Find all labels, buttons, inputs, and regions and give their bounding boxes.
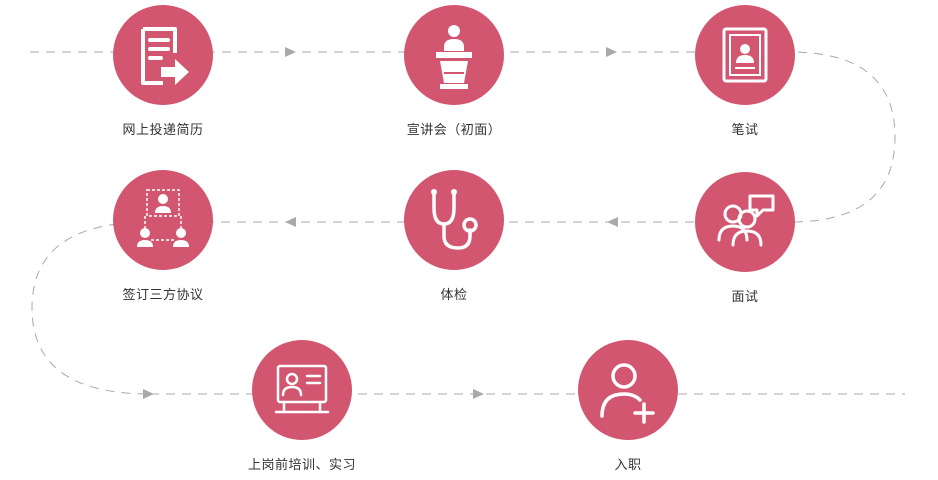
step-circle xyxy=(113,170,213,270)
podium-speaker-icon xyxy=(436,25,472,89)
step-medical-check: 体检 xyxy=(354,170,554,303)
step-agreement: 签订三方协议 xyxy=(63,170,263,303)
agreement-group-icon xyxy=(137,189,189,247)
step-written-test: 笔试 xyxy=(645,5,845,138)
step-label: 网上投递简历 xyxy=(122,123,204,138)
written-test-icon xyxy=(722,27,768,83)
connector-row-2 xyxy=(31,221,790,395)
step-label: 体检 xyxy=(440,288,468,303)
step-training: 上岗前培训、实习 xyxy=(202,340,402,473)
stethoscope-icon xyxy=(431,189,478,250)
step-label: 宣讲会（初面） xyxy=(406,123,502,138)
step-interview: 面试 xyxy=(645,172,845,305)
step-onboarding: 入职 xyxy=(528,340,728,473)
step-circle xyxy=(578,340,678,440)
step-circle xyxy=(113,5,213,105)
add-user-icon xyxy=(600,363,655,424)
arrow-left-icon xyxy=(285,217,296,227)
step-circle xyxy=(695,5,795,105)
arrow-right-icon xyxy=(473,389,484,399)
step-label: 面试 xyxy=(731,290,759,305)
interview-people-icon xyxy=(717,194,775,247)
step-label: 入职 xyxy=(614,458,642,473)
step-circle xyxy=(404,170,504,270)
arrow-right-icon xyxy=(606,47,617,57)
connector-row-1 xyxy=(30,51,896,223)
arrow-right-icon xyxy=(143,389,154,399)
step-label: 上岗前培训、实习 xyxy=(247,458,356,473)
step-circle xyxy=(695,172,795,272)
arrow-left-icon xyxy=(607,217,618,227)
resume-submit-icon xyxy=(141,27,189,85)
training-board-icon xyxy=(274,364,330,414)
step-circle xyxy=(404,5,504,105)
step-circle xyxy=(252,340,352,440)
step-label: 签订三方协议 xyxy=(122,288,204,303)
step-presentation: 宣讲会（初面） xyxy=(354,5,554,138)
arrow-right-icon xyxy=(285,47,296,57)
step-label: 笔试 xyxy=(731,123,759,138)
step-resume: 网上投递简历 xyxy=(63,5,263,138)
